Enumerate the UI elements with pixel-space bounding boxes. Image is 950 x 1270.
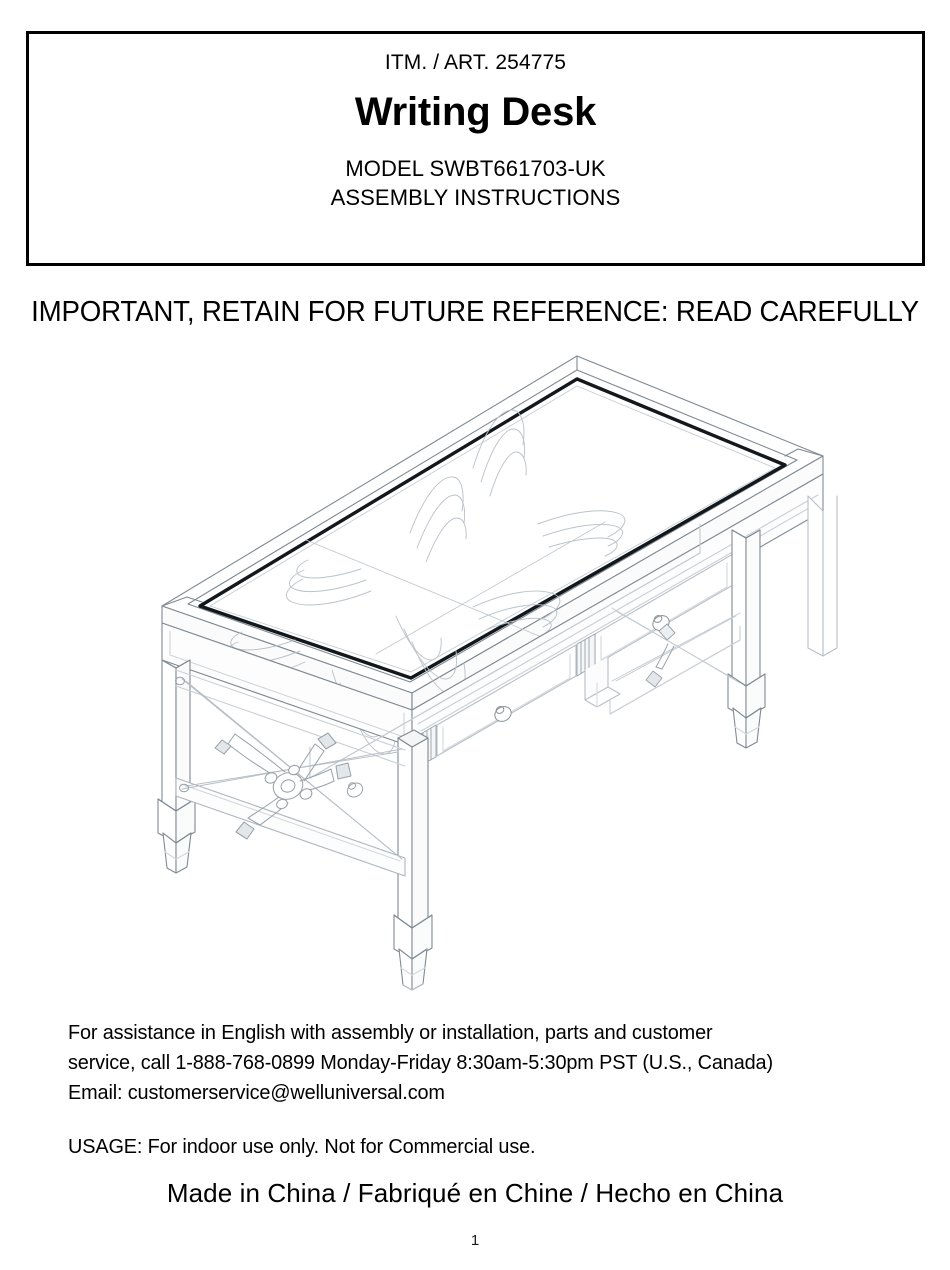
model-number: MODEL SWBT661703-UK [345,156,606,182]
contact-line-3: Email: customerservice@welluniversal.com [68,1081,445,1105]
page-title: Writing Desk [354,90,597,135]
contact-line-1: For assistance in English with assembly … [68,1021,713,1044]
customer-service-info: For assistance in English with assembly … [68,1018,873,1108]
usage-notice: USAGE: For indoor use only. Not for Comm… [68,1135,536,1158]
writing-desk-illustration [140,348,840,993]
important-notice: IMPORTANT, RETAIN FOR FUTURE REFERENCE: … [31,296,919,328]
page-number: 1 [470,1232,480,1249]
contact-line-2: service, call 1-888-768-0899 Monday-Frid… [68,1051,773,1075]
title-box: ITM. / ART. 254775 Writing Desk MODEL SW… [26,31,925,266]
country-of-origin: Made in China / Fabriqué en Chine / Hech… [166,1178,784,1208]
item-number: ITM. / ART. 254775 [384,51,567,74]
assembly-instructions-label: ASSEMBLY INSTRUCTIONS [330,185,621,211]
